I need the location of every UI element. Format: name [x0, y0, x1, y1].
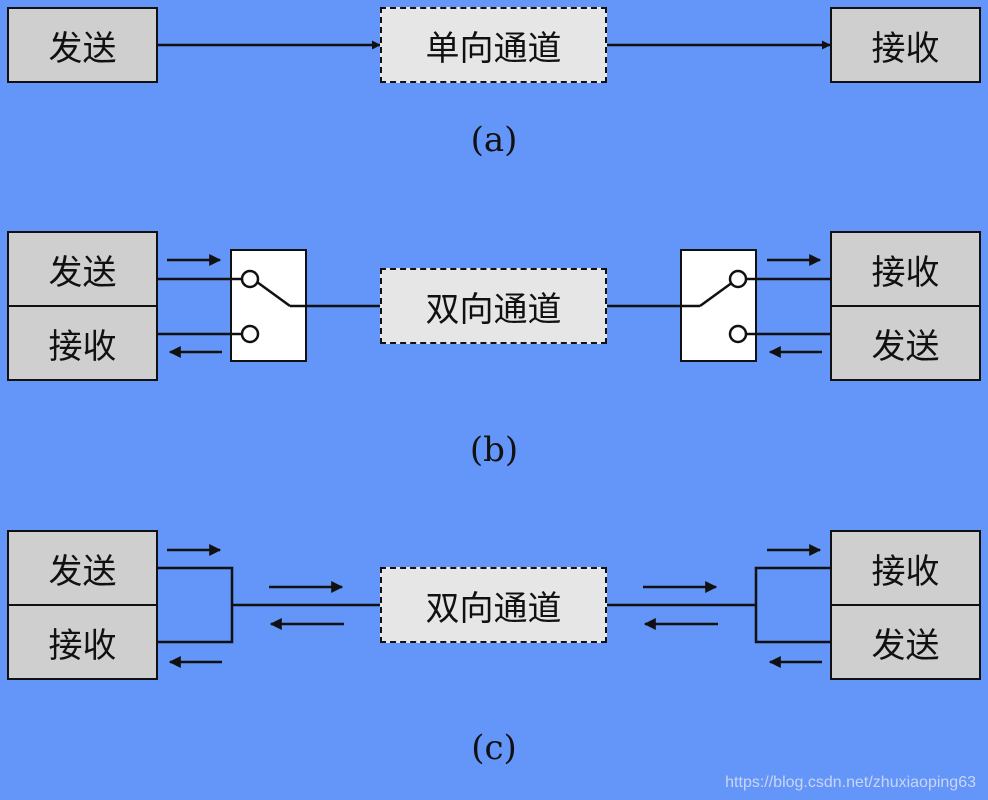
b-left-contact-top — [240, 269, 260, 289]
b-left-top-label: 发送 — [48, 252, 117, 293]
c-right-bottom-label: 发送 — [871, 625, 940, 666]
b-left-bottom-box: 接收 — [7, 305, 158, 381]
b-right-contact-top — [728, 269, 748, 289]
c-right-bottom-box: 发送 — [830, 604, 981, 680]
b-right-top-label: 接收 — [871, 252, 940, 293]
a-send-label: 发送 — [48, 28, 117, 69]
a-send-box: 发送 — [7, 7, 158, 83]
b-right-bottom-label: 发送 — [871, 326, 940, 367]
b-right-contact-bottom — [728, 324, 748, 344]
a-channel-label: 单向通道 — [425, 28, 562, 69]
watermark: https://blog.csdn.net/zhuxiaoping63 — [725, 774, 976, 791]
c-left-bottom-box: 接收 — [7, 604, 158, 680]
c-right-top-box: 接收 — [830, 530, 981, 606]
c-left-top-label: 发送 — [48, 551, 117, 592]
c-channel-label: 双向通道 — [425, 588, 562, 629]
c-channel-box: 双向通道 — [380, 567, 607, 643]
b-left-top-box: 发送 — [7, 231, 158, 307]
c-left-bus — [158, 566, 234, 644]
b-caption: (b) — [469, 430, 519, 470]
c-caption: (c) — [471, 728, 517, 768]
b-left-contact-bottom — [240, 324, 260, 344]
a-channel-box: 单向通道 — [380, 7, 607, 83]
b-right-bottom-box: 发送 — [830, 305, 981, 381]
c-right-bus — [754, 566, 830, 644]
a-caption: (a) — [470, 120, 518, 160]
c-left-bottom-label: 接收 — [48, 625, 117, 666]
c-left-top-box: 发送 — [7, 530, 158, 606]
b-left-bottom-label: 接收 — [48, 326, 117, 367]
b-channel-label: 双向通道 — [425, 289, 562, 330]
a-receive-label: 接收 — [871, 28, 940, 69]
b-channel-box: 双向通道 — [380, 268, 607, 344]
b-right-top-box: 接收 — [830, 231, 981, 307]
a-receive-box: 接收 — [830, 7, 981, 83]
c-right-top-label: 接收 — [871, 551, 940, 592]
